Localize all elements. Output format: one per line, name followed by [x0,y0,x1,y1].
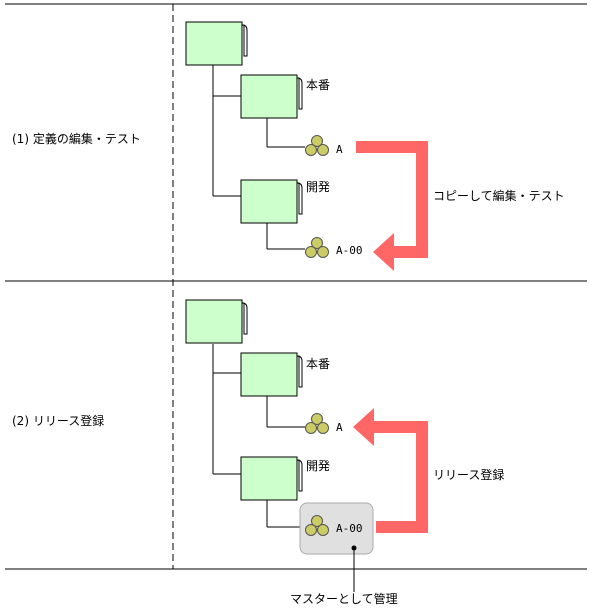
production-folder-icon [240,352,303,397]
master-callout-label: マスターとして管理 [290,591,398,606]
release-arrow [353,408,428,533]
development-item-label: A-00 [336,522,363,535]
section-2: (2) リリース登録 本番 開発 A A-00 マスターとして管理 [12,299,504,606]
section-2-tree-lines [212,344,305,528]
root-folder-icon [185,299,248,344]
production-item-icon [305,135,329,156]
section-2-label: (2) リリース登録 [12,413,104,428]
development-folder-label: 開発 [306,459,330,473]
development-folder-label: 開発 [306,180,330,194]
production-folder-label: 本番 [306,78,330,92]
section-1-tree-lines [212,65,305,250]
development-item-label: A-00 [336,244,363,257]
section-1-label: (1) 定義の編集・テスト [12,131,141,146]
section-1: (1) 定義の編集・テスト 本番 開発 A A-00 コピーして編集・テスト [12,21,565,271]
production-item-icon [305,413,329,434]
production-folder-label: 本番 [306,357,330,371]
development-item-icon [305,237,329,258]
root-folder-icon [185,21,248,66]
production-item-label: A [336,143,343,156]
copy-arrow [356,141,428,271]
release-arrow-label: リリース登録 [433,467,504,482]
development-folder-icon [240,179,303,224]
master-callout-pointer [351,545,357,592]
production-item-label: A [336,421,343,434]
development-folder-icon [240,456,303,501]
copy-arrow-label: コピーして編集・テスト [433,188,565,203]
production-folder-icon [240,74,303,119]
